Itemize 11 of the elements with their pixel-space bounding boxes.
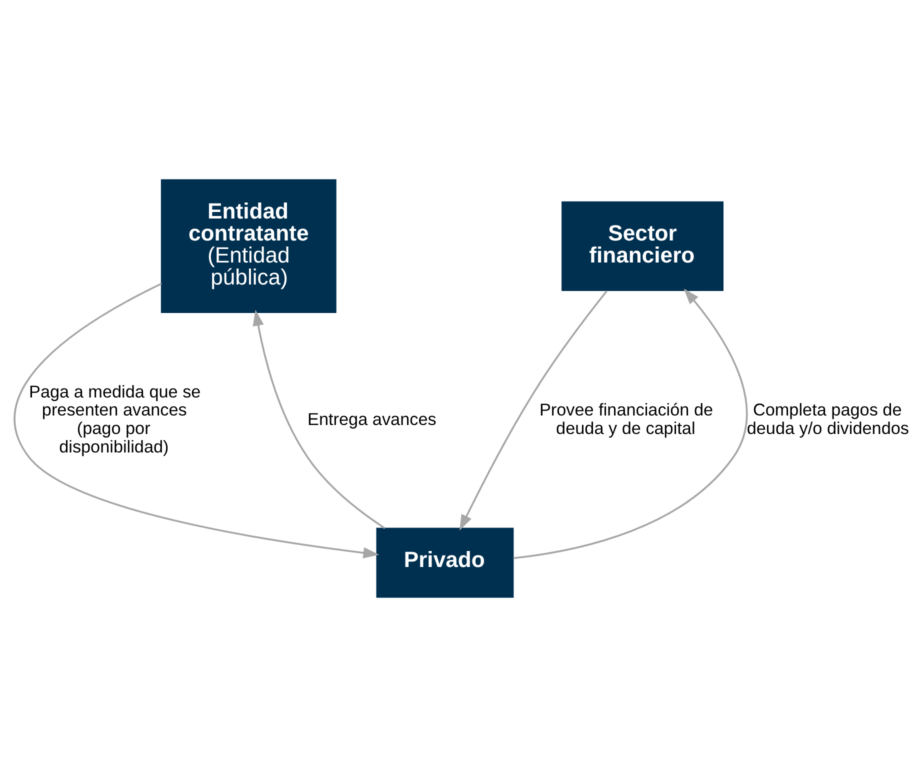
arrow (252, 310, 385, 530)
edge-label: Paga a medida que se presenten avances (pago por disponibilidad) (28, 381, 200, 457)
arrow (14, 282, 379, 558)
arrow (458, 290, 607, 531)
edge-label: Provee financiación de deuda y de capital (538, 400, 713, 438)
arrow (512, 288, 748, 560)
edge-label: Completa pagos de deuda y/o dividendos (746, 400, 908, 438)
node-box: Sector financiero (561, 201, 724, 291)
edge-label: Entrega avances (307, 408, 436, 429)
node-box: Privado (376, 528, 514, 598)
node-box: Entidad contratante (Entidad pública) (160, 179, 336, 314)
